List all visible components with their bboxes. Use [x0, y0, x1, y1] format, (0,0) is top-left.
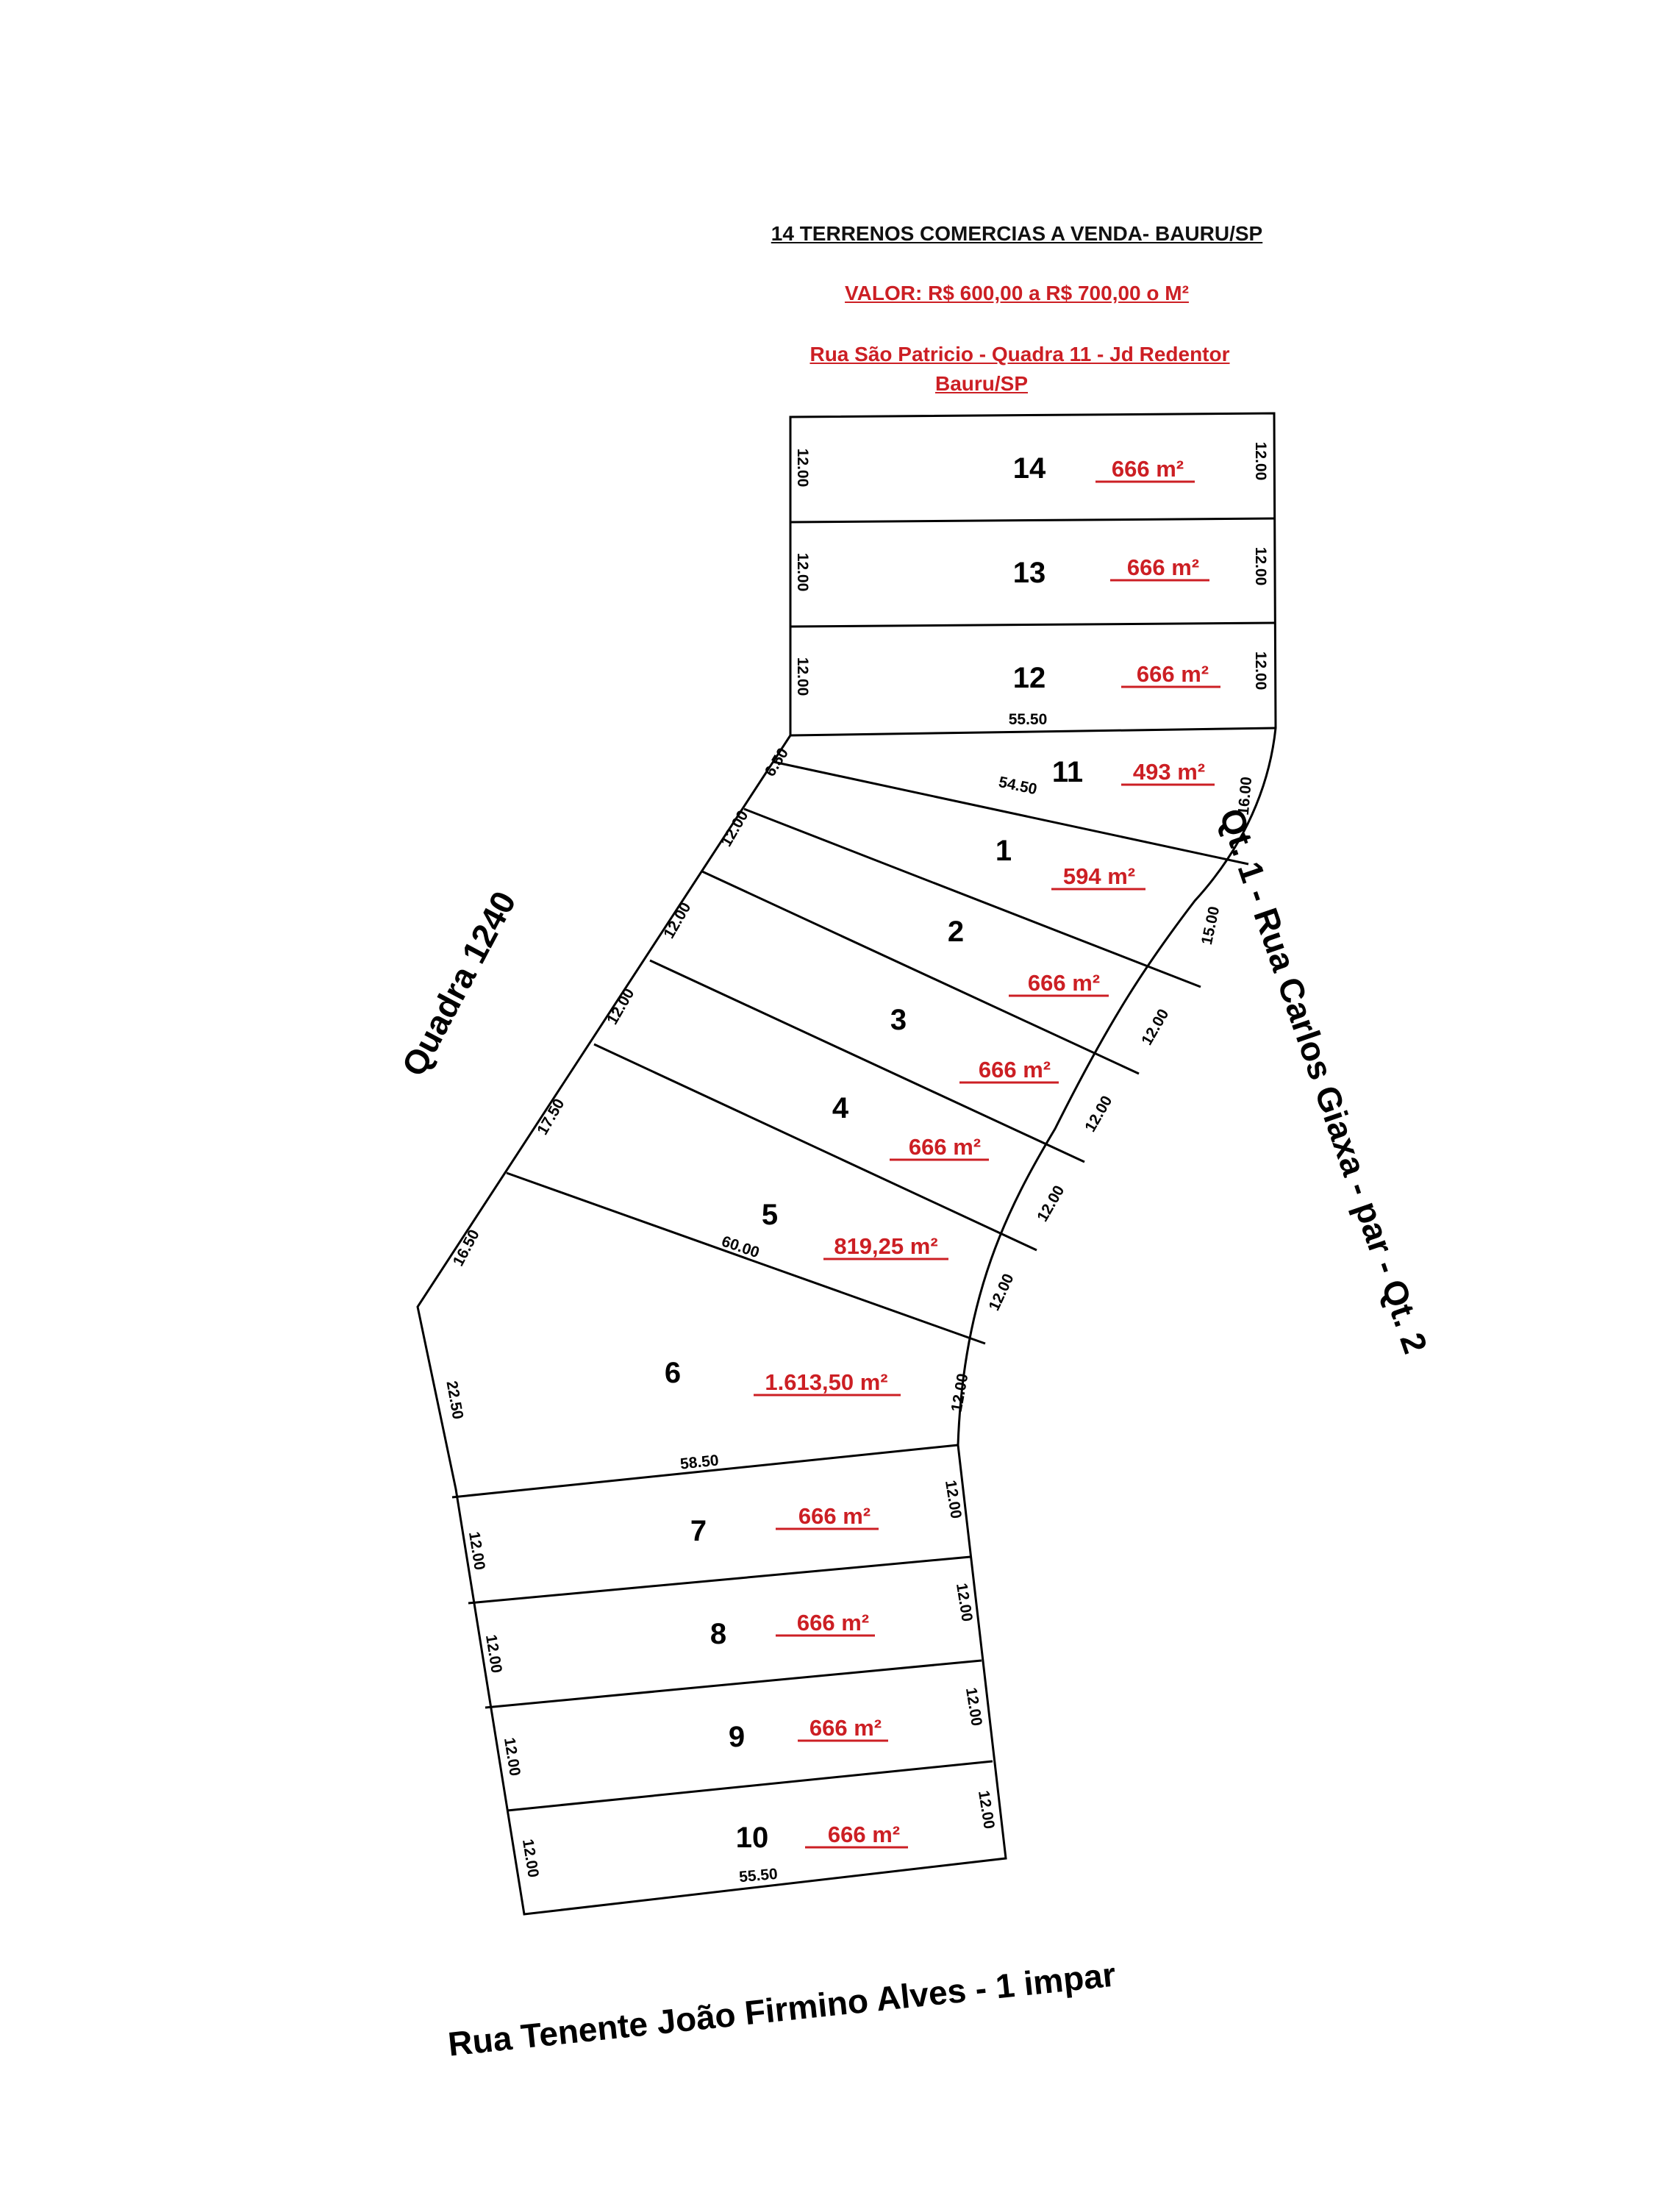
dim-1-right: 15.00 [1198, 905, 1223, 946]
lot-4-area: 666 m² [909, 1134, 981, 1160]
page-title: 14 TERRENOS COMERCIAS A VENDA- BAURU/SP [771, 222, 1263, 245]
dim-12-bottom: 55.50 [1009, 711, 1048, 728]
dim-10-bottom: 55.50 [738, 1866, 778, 1886]
dim-1-left: 12.00 [718, 807, 751, 849]
lot-10-number: 10 [736, 1822, 769, 1854]
dim-3-left: 12.00 [604, 985, 637, 1027]
dim-14-left: 12.00 [794, 449, 811, 488]
lot-8-area: 666 m² [797, 1610, 869, 1636]
dim-11-bottom: 54.50 [997, 774, 1038, 798]
lot-14-area: 666 m² [1112, 456, 1184, 482]
dim-6-right: 12.00 [948, 1372, 972, 1413]
lot-7-number: 7 [690, 1515, 707, 1547]
lot-9-number: 9 [729, 1721, 745, 1753]
dim-12-left: 12.00 [794, 657, 811, 696]
bottom-street-label: Rua Tenente João Firmino Alves - 1 impar [446, 1955, 1118, 2064]
lot-dividers [451, 517, 1276, 1812]
dim-9-left: 12.00 [501, 1736, 523, 1777]
lot-11-area: 493 m² [1133, 759, 1205, 785]
dim-6-bottom: 58.50 [679, 1452, 720, 1472]
dim-7-right: 12.00 [942, 1479, 965, 1520]
dim-5-right: 12.00 [986, 1271, 1018, 1313]
lot-11-number: 11 [1052, 756, 1083, 788]
lot-1-area: 594 m² [1063, 863, 1135, 889]
dim-13-left: 12.00 [794, 553, 811, 592]
dim-4-left: 17.50 [534, 1096, 568, 1138]
lot-3-area: 666 m² [979, 1057, 1051, 1082]
dim-11-right: 16.00 [1235, 776, 1255, 816]
dim-13-right: 12.00 [1252, 547, 1269, 586]
dim-4-right: 12.00 [1034, 1183, 1068, 1224]
dim-8-right: 12.00 [953, 1582, 976, 1623]
dim-12-right: 12.00 [1252, 652, 1269, 691]
right-street-label: Qt. 1 - Rua Carlos Giaxa - par - Qt. 2 [1212, 804, 1435, 1358]
lot-5-number: 5 [762, 1199, 778, 1231]
left-street-label: Quadra 1240 [394, 885, 523, 1082]
dim-6-left: 22.50 [443, 1380, 467, 1421]
lot-1-number: 1 [996, 835, 1012, 867]
lot-13-area: 666 m² [1127, 554, 1199, 580]
address-line-1: Rua São Patricio - Quadra 11 - Jd Redent… [809, 343, 1230, 365]
lot-2-number: 2 [948, 916, 964, 948]
lot-7-area: 666 m² [798, 1503, 871, 1529]
lot-8-number: 8 [710, 1618, 726, 1650]
address-line-2: Bauru/SP [934, 372, 1029, 395]
lot-12-number: 12 [1013, 662, 1046, 694]
lot-14-number: 14 [1013, 452, 1046, 485]
lot-12-area: 666 m² [1137, 661, 1209, 687]
dim-2-right: 12.00 [1138, 1006, 1172, 1048]
lot-6-number: 6 [665, 1357, 681, 1389]
lot-9-area: 666 m² [809, 1715, 882, 1741]
dim-14-right: 12.00 [1252, 442, 1269, 481]
lot-6-area: 1.613,50 m² [765, 1369, 887, 1395]
dim-3-right: 12.00 [1082, 1093, 1115, 1135]
lot-2-area: 666 m² [1028, 970, 1100, 996]
lot-4-number: 4 [832, 1092, 849, 1124]
lot-3-number: 3 [890, 1004, 907, 1036]
block-outline [416, 412, 1277, 1916]
lot-numbers: 14 13 12 11 1 2 3 4 5 6 7 8 9 10 [665, 452, 1083, 1854]
lot-10-area: 666 m² [828, 1822, 900, 1847]
lot-areas: 666 m² 666 m² 666 m² 493 m² 594 m² 666 m… [754, 456, 1220, 1849]
lot-5-area: 819,25 m² [834, 1233, 937, 1259]
dim-9-right: 12.00 [962, 1686, 985, 1727]
dim-10-left: 12.00 [519, 1838, 542, 1879]
dim-10-right: 12.00 [975, 1789, 998, 1830]
dim-2-left: 12.00 [660, 899, 694, 941]
price-range: VALOR: R$ 600,00 a R$ 700,00 o M² [845, 282, 1189, 304]
dimension-labels: 12.00 12.00 12.00 12.00 12.00 12.00 55.5… [443, 442, 1269, 1886]
lot-13-number: 13 [1013, 557, 1046, 589]
